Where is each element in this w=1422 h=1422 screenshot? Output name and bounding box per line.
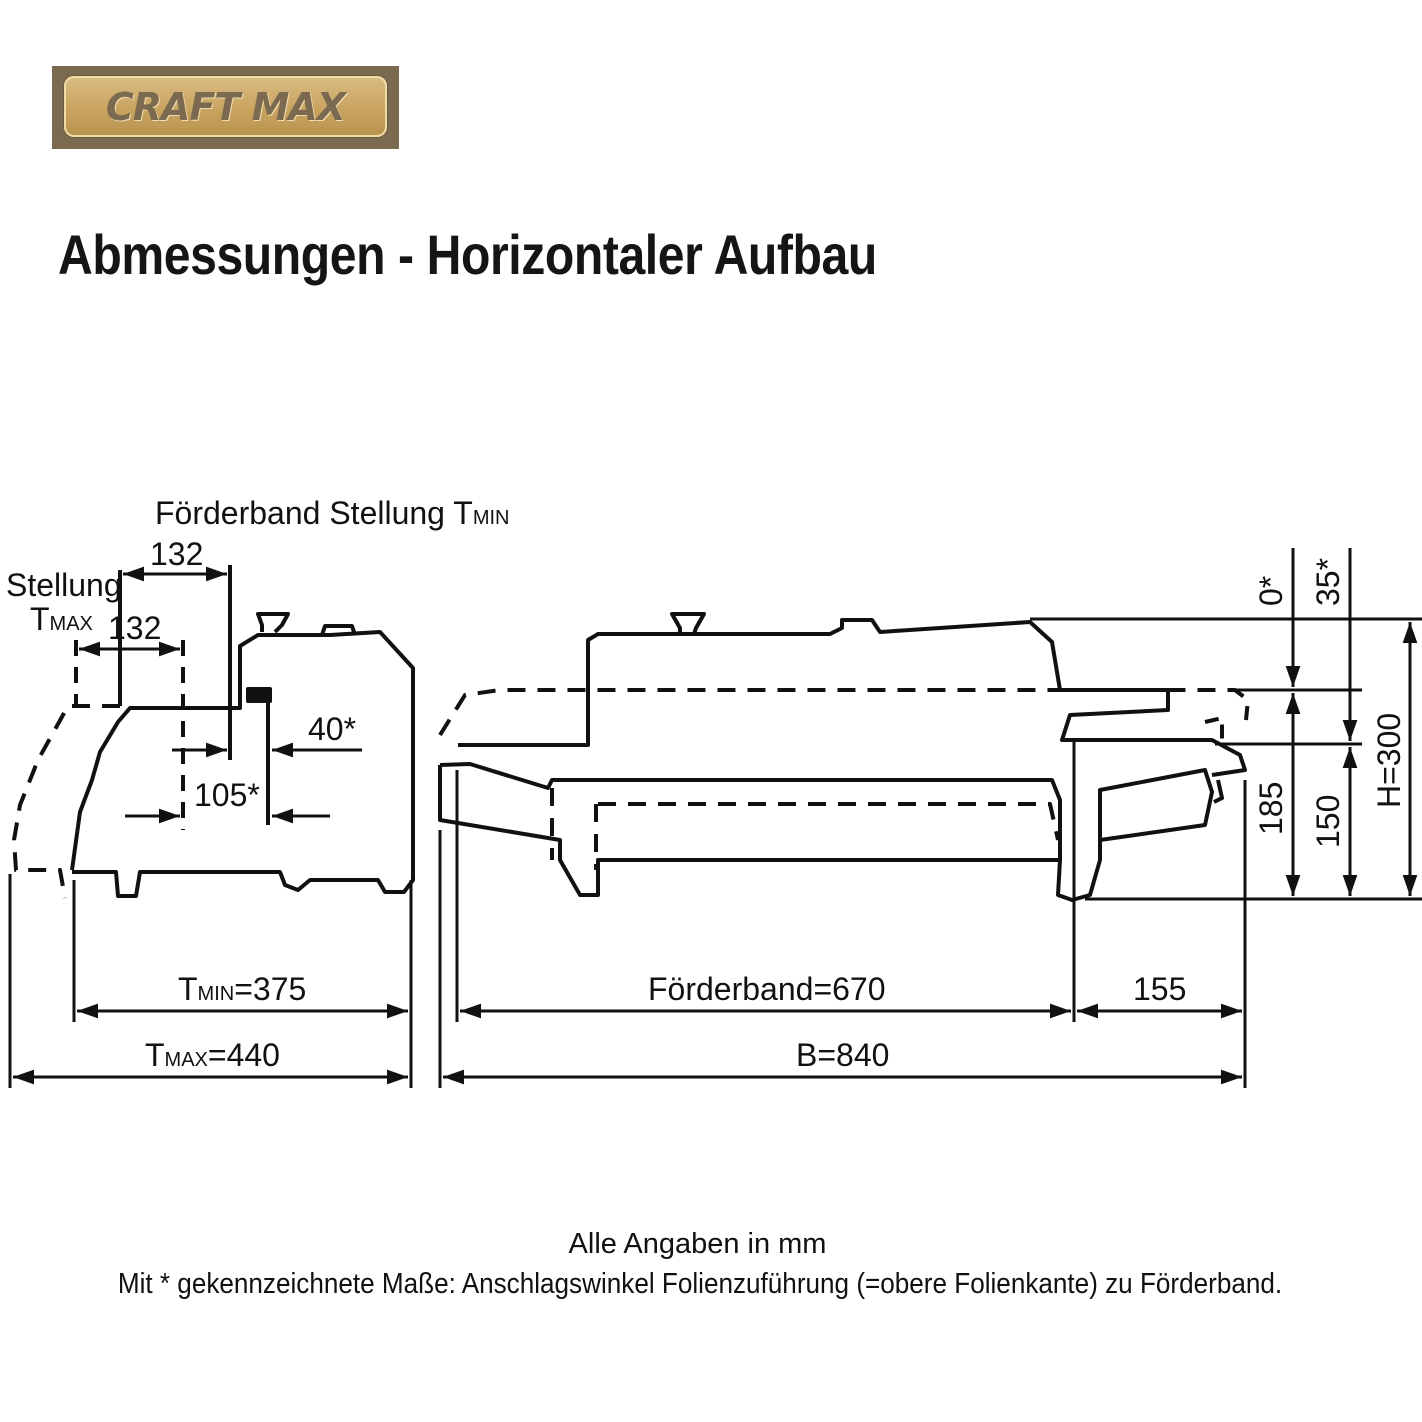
dim-132-lower: 132 xyxy=(108,610,161,646)
dim-132-top: 132 xyxy=(150,536,203,572)
front-conveyor-base xyxy=(439,762,1214,902)
units-note: Alle Angaben in mm xyxy=(568,1228,827,1260)
dim-h: H=300 xyxy=(1371,713,1407,808)
label-tmax-position-line2: TMAX xyxy=(30,601,93,637)
label-tmin-position: Förderband Stellung TMIN xyxy=(155,495,510,531)
dim-40: 40* xyxy=(308,711,356,747)
side-machine-outline xyxy=(70,630,415,898)
front-dimensions xyxy=(438,548,1422,1088)
front-knob xyxy=(670,612,706,635)
front-conveyor-dashed xyxy=(438,688,1250,737)
side-top-bump xyxy=(320,624,357,636)
dim-150: 150 xyxy=(1310,795,1346,848)
asterisk-note: Mit * gekennzeichnete Maße: Anschlagswin… xyxy=(117,1268,1283,1300)
label-tmax-position-line1: Stellung xyxy=(6,567,122,603)
dim-105: 105* xyxy=(194,777,260,813)
page-title: Abmessungen - Horizontaler Aufbau xyxy=(58,223,877,286)
side-fence-block xyxy=(246,687,272,703)
dim-tmin: TMIN=375 xyxy=(178,971,306,1007)
dim-35: 35* xyxy=(1310,558,1346,606)
front-view xyxy=(438,612,1250,902)
side-view xyxy=(12,565,415,899)
dim-foerderband: Förderband=670 xyxy=(648,971,886,1007)
side-tmax-outline xyxy=(12,704,120,899)
dim-185: 185 xyxy=(1253,782,1289,835)
craftmax-logo: CRAFT MAX xyxy=(52,66,399,149)
dim-b: B=840 xyxy=(796,1037,889,1073)
dim-155: 155 xyxy=(1133,971,1186,1007)
front-housing xyxy=(458,618,1247,777)
side-dimensions xyxy=(8,566,413,1088)
dim-0: 0* xyxy=(1253,576,1289,606)
logo-badge: CRAFT MAX xyxy=(64,76,387,137)
dim-tmax: TMAX=440 xyxy=(145,1037,280,1073)
side-knob xyxy=(256,612,290,634)
logo-text: CRAFT MAX xyxy=(105,84,346,129)
